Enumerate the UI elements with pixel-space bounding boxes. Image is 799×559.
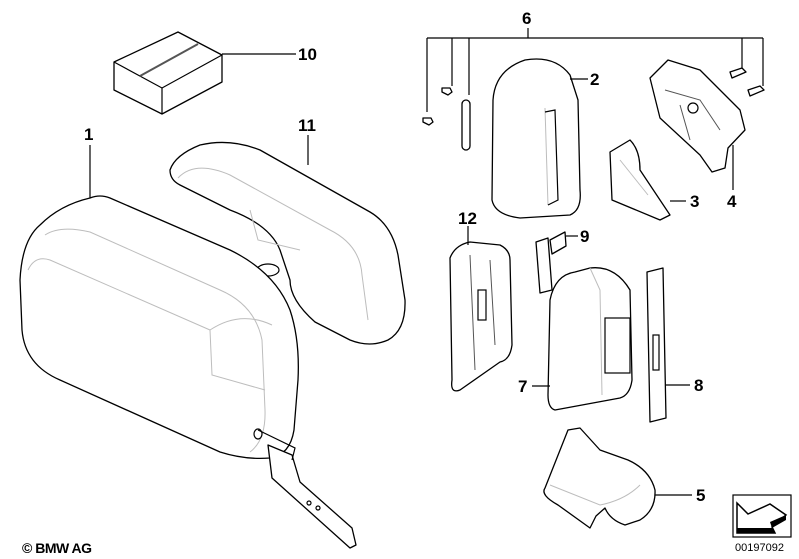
part-8-strip[interactable] [646,267,667,423]
callout-3: 3 [690,192,700,211]
callout-12: 12 [458,209,477,228]
part-10-box[interactable] [113,31,223,115]
callout-9: 9 [580,227,590,246]
part-5-base-cover[interactable] [543,427,656,529]
callout-11: 11 [298,116,316,135]
part-2-guide-cover[interactable] [491,58,581,219]
callout-4: 4 [727,192,737,211]
part-3-trim[interactable] [609,139,671,221]
leader-6 [426,28,764,112]
part-1-headrest[interactable] [19,195,299,460]
part-4-bracket[interactable] [649,59,746,173]
document-number: 00197092 [735,542,784,554]
callout-8: 8 [694,376,704,395]
callout-7: 7 [518,377,528,396]
callout-2: 2 [590,70,600,89]
copyright-text: © BMW AG [22,540,92,556]
callout-6: 6 [522,9,532,28]
callout-1: 1 [84,125,94,144]
part-7-guide-cover[interactable] [547,267,633,411]
callout-10: 10 [298,45,317,64]
part-6-screws[interactable] [422,67,765,151]
callout-5: 5 [696,486,706,505]
part-12-side-panel[interactable] [449,241,513,392]
arrow-icon[interactable] [732,494,792,538]
part-9-clip[interactable] [535,231,567,294]
headrest-bracket[interactable] [253,428,357,549]
part-11-headrest-cover[interactable] [169,141,406,345]
